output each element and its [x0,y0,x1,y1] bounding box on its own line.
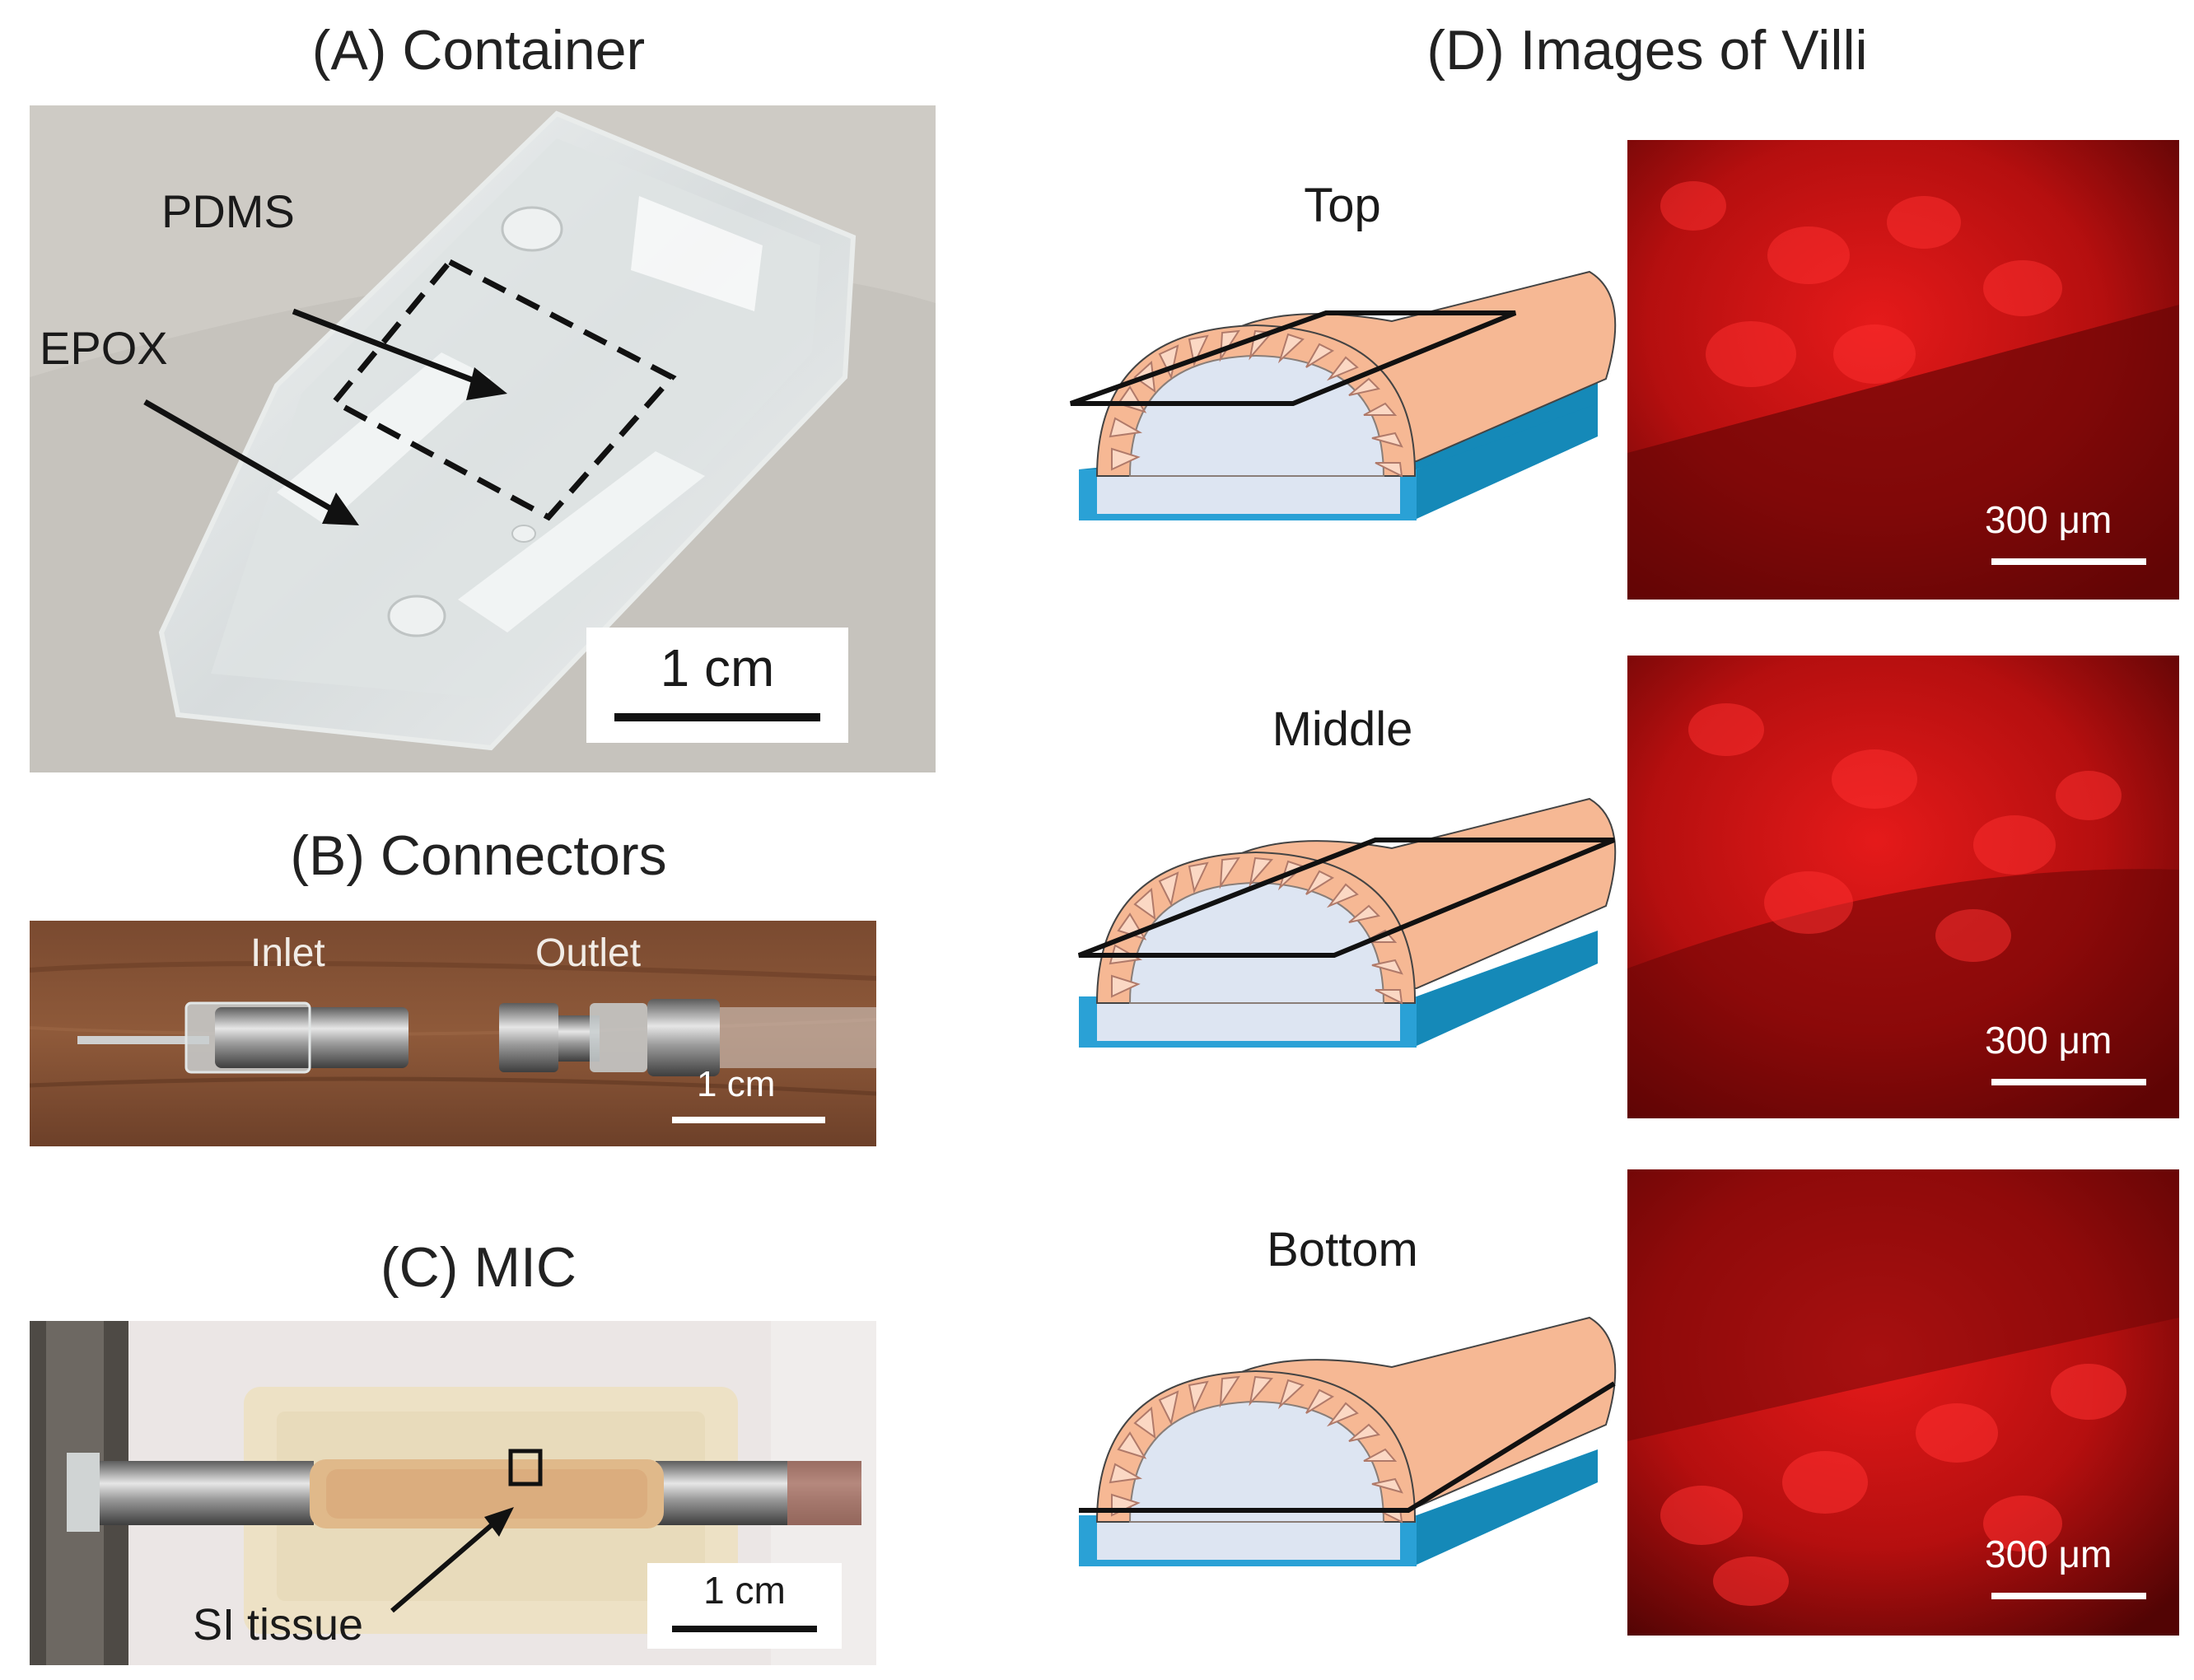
villi-schematic-top [1069,270,1617,520]
villi-schematic-middle [1077,797,1617,1048]
panel-d-title: (D) Images of Villi [1426,19,1868,82]
mic-photo-drawing [30,1321,876,1665]
scale-label-b: 1 cm [697,1064,776,1104]
view-label-middle: Middle [1272,702,1413,756]
fluorescence-bottom-drawing [1627,1169,2179,1636]
scale-bar-middle [1991,1079,2146,1085]
pdms-label: PDMS [161,185,295,237]
scale-bar-a [614,713,820,721]
fluorescence-middle-drawing [1627,656,2179,1118]
scale-bar-top [1991,558,2146,565]
panel-b-title: (B) Connectors [290,824,667,887]
fluorescence-image-bottom: 300 μm [1627,1169,2179,1636]
villi-schematic-bottom [1079,1316,1617,1566]
scale-bar-bottom [1991,1593,2146,1599]
scale-box-c: 1 cm [647,1563,842,1649]
scale-bar-b [672,1117,825,1123]
scale-box-a: 1 cm [586,628,848,743]
mic-photo: SI tissue 1 cm [30,1321,876,1665]
fluorescence-image-top: 300 μm [1627,140,2179,600]
scale-label-top: 300 μm [1985,498,2112,541]
si-tissue-label: SI tissue [193,1600,364,1650]
connectors-photo: Inlet Outlet 1 cm [30,921,876,1146]
scale-bar-c [672,1626,817,1632]
view-label-bottom: Bottom [1267,1223,1418,1276]
view-label-top: Top [1304,179,1381,232]
scale-label-c: 1 cm [703,1569,786,1612]
scale-label-middle: 300 μm [1985,1019,2112,1062]
scale-label-bottom: 300 μm [1985,1533,2112,1575]
scale-label-a: 1 cm [660,638,775,698]
container-photo: PDMS EPOX 1 cm [30,105,936,772]
container-photo-drawing [30,105,936,772]
fluorescence-top-drawing [1627,140,2179,600]
outlet-label: Outlet [535,931,642,975]
fluorescence-image-middle: 300 μm [1627,656,2179,1118]
connectors-photo-drawing [30,921,876,1146]
panel-a-title: (A) Container [311,19,646,82]
inlet-label: Inlet [250,931,325,975]
panel-c-title: (C) MIC [380,1236,577,1299]
epox-label: EPOX [40,322,168,374]
